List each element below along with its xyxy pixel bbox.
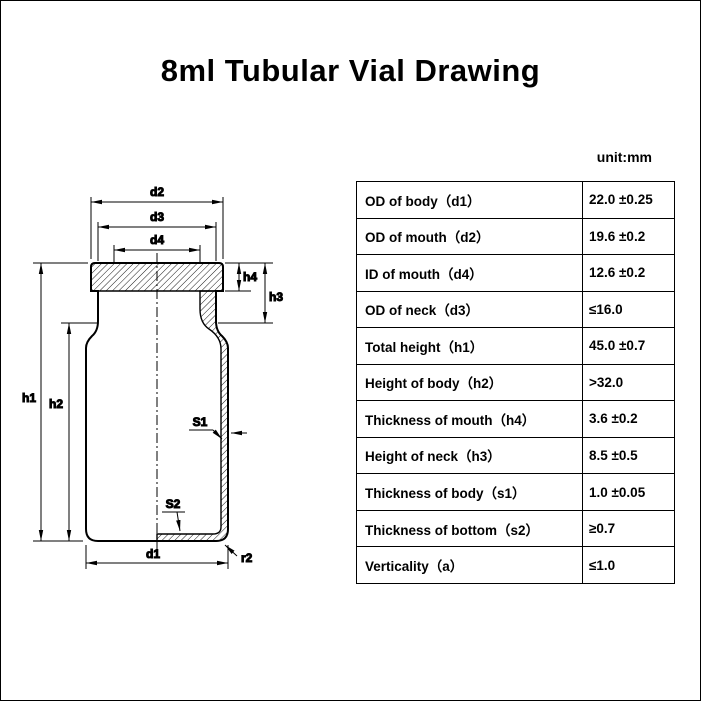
table-row: Thickness of mouth（h4）3.6 ±0.2 — [356, 400, 675, 438]
spec-label: OD of mouth（d2） — [356, 217, 583, 256]
table-row: OD of mouth（d2）19.6 ±0.2 — [356, 217, 675, 256]
table-row: Thickness of body（s1）1.0 ±0.05 — [356, 473, 675, 511]
callout-r2-label: r2 — [241, 551, 253, 565]
dimension-d2-label: d2 — [150, 185, 164, 199]
spec-value: ≤1.0 — [582, 546, 675, 584]
spec-label: Height of neck（h3） — [356, 436, 583, 475]
table-row: Height of body（h2）>32.0 — [356, 363, 675, 402]
spec-table: OD of body（d1）22.0 ±0.25 OD of mouth（d2）… — [356, 181, 675, 584]
spec-value: 12.6 ±0.2 — [582, 254, 675, 292]
spec-value: 45.0 ±0.7 — [582, 327, 675, 365]
dimension-d4: d4 — [113, 233, 201, 262]
dimension-h3-label: h3 — [269, 290, 283, 304]
spec-label: OD of body（d1） — [356, 181, 583, 219]
table-row: OD of neck（d3）≤16.0 — [356, 290, 675, 329]
spec-value: ≤16.0 — [582, 290, 675, 329]
table-row: Total height（h1）45.0 ±0.7 — [356, 327, 675, 365]
spec-value: >32.0 — [582, 363, 675, 402]
page-title: 8ml Tubular Vial Drawing — [160, 53, 541, 88]
spec-label: Thickness of bottom（s2） — [356, 509, 583, 548]
dimension-h4-label: h4 — [243, 270, 257, 284]
dimension-h1-label: h1 — [22, 391, 36, 405]
spec-label: ID of mouth（d4） — [356, 254, 583, 292]
table-row: OD of body（d1）22.0 ±0.25 — [356, 181, 675, 219]
dimension-d4-label: d4 — [150, 233, 164, 247]
callout-s2-label: S2 — [166, 497, 181, 511]
dimension-h3: h3 — [218, 262, 284, 324]
table-row: Height of neck（h3）8.5 ±0.5 — [356, 436, 675, 475]
vial-technical-drawing: d2 d3 d4 h4 h3 — [21, 185, 284, 569]
dimension-d2: d2 — [90, 185, 224, 259]
spec-value: 22.0 ±0.25 — [582, 181, 675, 219]
spec-value: 3.6 ±0.2 — [582, 400, 675, 438]
dimension-d3-label: d3 — [150, 210, 164, 224]
callout-s1-label: S1 — [193, 415, 208, 429]
spec-value: ≥0.7 — [582, 509, 675, 548]
callout-s2: S2 — [162, 497, 185, 532]
table-row: Thickness of bottom（s2）≥0.7 — [356, 509, 675, 548]
dimension-h2: h2 — [48, 322, 97, 541]
spec-value: 1.0 ±0.05 — [582, 473, 675, 511]
spec-value: 19.6 ±0.2 — [582, 217, 675, 256]
table-row: ID of mouth（d4）12.6 ±0.2 — [356, 254, 675, 292]
dimension-d1: d1 — [85, 545, 229, 569]
dimension-h4: h4 — [225, 263, 258, 292]
callout-s1: S1 — [189, 415, 247, 440]
spec-label: Verticality（a） — [356, 546, 583, 584]
spec-label: OD of neck（d3） — [356, 290, 583, 329]
dimension-h1: h1 — [21, 262, 88, 542]
spec-label: Thickness of mouth（h4） — [356, 400, 583, 438]
callout-r2: r2 — [224, 544, 253, 566]
dimension-d3: d3 — [97, 210, 217, 261]
unit-label: unit:mm — [596, 149, 652, 165]
dimension-d1-label: d1 — [146, 547, 160, 561]
spec-label: Height of body（h2） — [356, 363, 583, 402]
spec-value: 8.5 ±0.5 — [582, 436, 675, 475]
table-row: Verticality（a）≤1.0 — [356, 546, 675, 584]
dimension-h2-label: h2 — [49, 397, 63, 411]
spec-label: Thickness of body（s1） — [356, 473, 583, 511]
spec-label: Total height（h1） — [356, 327, 583, 365]
